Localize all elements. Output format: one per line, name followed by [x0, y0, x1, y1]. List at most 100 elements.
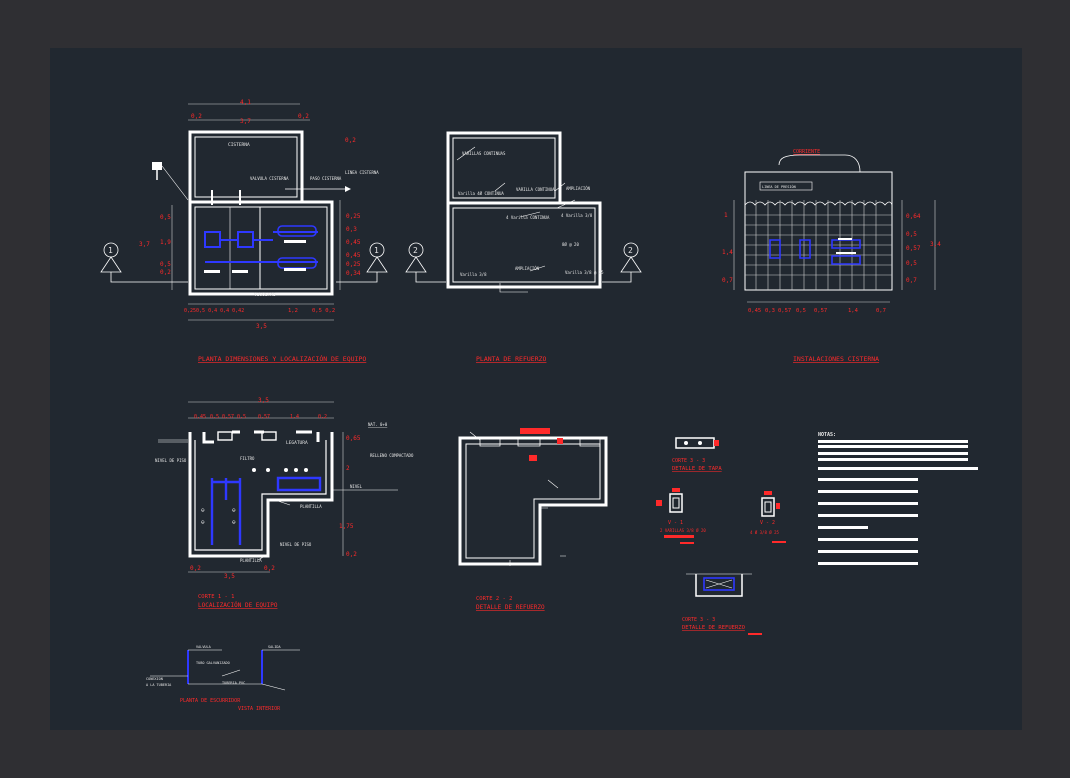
- s1-label-6: PLANTILLA: [240, 558, 262, 563]
- section-2-2: CORTE 2 - 2 DETALLE DE REFUERZO: [458, 428, 608, 611]
- svg-text:NAT. 0+0: NAT. 0+0: [368, 422, 388, 427]
- drawing-sheet: 4,1 0,2 3,7 0,2 CISTERNA VALVULA CISTERN…: [50, 48, 1022, 730]
- svg-text:CONEXION: CONEXION: [146, 677, 163, 681]
- s1-label-2: RELLENO COMPACTADO: [370, 453, 414, 458]
- plan3-label-top: CORRIENTE: [793, 149, 820, 155]
- p3-dim-b2: 0,3: [765, 308, 775, 314]
- svg-text:⊖: ⊖: [201, 507, 205, 514]
- s1-label-3: LEGATURA: [286, 440, 308, 446]
- plan-dimensions: 4,1 0,2 3,7 0,2 CISTERNA VALVULA CISTERN…: [100, 99, 388, 363]
- dim-left-b: 1,9: [160, 239, 171, 246]
- s1-dim-b1: 0,2: [190, 565, 201, 572]
- dim-right-b: 0,3: [346, 226, 357, 233]
- p3-dim-l2: 1,4: [722, 249, 733, 256]
- plan2-label-7: Varilla 3/8: [460, 272, 487, 277]
- p3-dim-b6: 1,4: [848, 308, 859, 314]
- detail4-subtitle: DETALLE DE REFUERZO: [682, 625, 745, 631]
- svg-text:2: 2: [413, 246, 418, 255]
- section1-subtitle: LOCALIZACIÓN DE EQUIPO: [198, 602, 278, 609]
- section-marker-2-right: 2: [602, 242, 642, 283]
- p3-dim-r3: 0,57: [906, 245, 921, 252]
- p3-dim-b5: 0,57: [814, 308, 827, 314]
- svg-text:SALIDA: SALIDA: [268, 645, 282, 649]
- svg-text:TUBO GALVANIZADO: TUBO GALVANIZADO: [196, 661, 230, 665]
- s1-dim-r3: 1,75: [339, 523, 354, 530]
- s1-label-8: NIVEL: [350, 484, 363, 489]
- plan3-title: INSTALACIONES CISTERNA: [793, 355, 879, 363]
- dim-bottom-total: 3,5: [256, 323, 267, 330]
- dim-top-c: 0,2: [298, 113, 309, 120]
- dim-left-a: 0,5: [160, 214, 171, 221]
- s1-dim-t4: 0,5: [237, 414, 246, 420]
- svg-text:VALVULA: VALVULA: [196, 645, 212, 649]
- section2-title: CORTE 2 - 2: [476, 596, 512, 602]
- svg-text:⊖: ⊖: [232, 519, 236, 526]
- bottom-detail: VALVULA TUBO GALVANIZADO CONEXION A LA TUB…: [146, 645, 300, 712]
- s1-label-5: PLANTILLA: [300, 504, 322, 509]
- plan2-label-5: 4 Varilla CONTINUA: [506, 215, 550, 220]
- plan2-label-1: VARILLAS CONTINUAS: [462, 151, 506, 156]
- p3-dim-b7: 0,7: [876, 308, 886, 314]
- svg-text:TUBERIA PVC: TUBERIA PVC: [222, 681, 245, 685]
- section-marker-1-left: 1: [100, 242, 188, 283]
- p3-dim-r5: 0,7: [906, 277, 917, 284]
- p3-dim-l1: 1: [724, 212, 728, 219]
- p3-dim-b3: 0,57: [778, 308, 791, 314]
- svg-text:1: 1: [108, 246, 113, 255]
- s1-dim-r4: 0,2: [346, 551, 357, 558]
- s1-dim-t5: 0,57: [258, 414, 270, 420]
- dim-right-c: 0,45: [346, 239, 361, 246]
- plan-reinforcement: VARILLAS CONTINUAS Varilla 4Ø CONTINUA V…: [405, 131, 642, 363]
- s1-dim-r1: 0,65: [346, 435, 361, 442]
- label-linea: LINEA CISTERNA: [345, 170, 379, 175]
- plan1-title: PLANTA DIMENSIONES Y LOCALIZACIÓN DE EQU…: [198, 354, 366, 363]
- p3-dim-l3: 0,7: [722, 277, 733, 284]
- s1-dim-b3: 0,2: [264, 565, 275, 572]
- svg-text:1: 1: [374, 246, 379, 255]
- p3-dim-b1: 0,45: [748, 308, 761, 314]
- details: CORTE 3 - 3 DETALLE DE TAPA V - 1 2 VARI…: [656, 437, 786, 635]
- plan3-label-pipe: LINEA DE PRESIÓN: [762, 184, 796, 189]
- cad-drawing: 4,1 0,2 3,7 0,2 CISTERNA VALVULA CISTERN…: [100, 99, 978, 712]
- dim-top-total: 4,1: [240, 99, 251, 106]
- plan-installations: CORRIENTE LINEA DE PRESIÓN 0,45 0,3 0,57…: [722, 149, 941, 363]
- detail3-subtitle: 4 Ø 3/8 Ø 25: [750, 530, 779, 535]
- section1-title: CORTE 1 - 1: [198, 594, 234, 600]
- s1-dim-t1: 0,45: [194, 414, 206, 420]
- s1-label-4: FILTRO: [240, 456, 255, 461]
- svg-text:2: 2: [628, 246, 633, 255]
- p3-dim-b4: 0,5: [796, 308, 806, 314]
- s1-dim-t7: 0,2: [318, 414, 327, 420]
- dim-right-a: 0,25: [346, 213, 361, 220]
- section-marker-1-right: 1: [336, 242, 388, 283]
- svg-text:3,7: 3,7: [139, 241, 150, 248]
- svg-text:A LA TUBERIA: A LA TUBERIA: [146, 683, 172, 687]
- p3-dim-r4: 0,5: [906, 260, 917, 267]
- s1-dim-t6: 1,4: [290, 414, 299, 420]
- detail2-title: V - 1: [668, 520, 683, 526]
- notes-heading: NOTAS:: [818, 432, 836, 438]
- dim-bottom-c: 0,5 0,2: [312, 308, 335, 314]
- section-1-1: 3,5 0,45 0,5 0,57 0,5 0,57 1,4 0,2 ⊖⊖⊖⊖ …: [155, 397, 414, 609]
- s1-dim-t3: 0,57: [222, 414, 234, 420]
- plan2-label-6: 4 Varilla 3/8: [561, 213, 593, 218]
- detail4-title: CORTE 3 - 3: [682, 617, 715, 623]
- detail3-title: V - 2: [760, 520, 775, 526]
- s1-dim-r2: 2: [346, 465, 350, 472]
- detail1-title: CORTE 3 - 3: [672, 458, 705, 464]
- plan2-label-3: VARILLA CONTINUA: [516, 187, 555, 192]
- label-cisterna: CISTERNA: [228, 142, 250, 148]
- dim-top-a: 0,2: [191, 113, 202, 120]
- dim-right-f: 0,34: [346, 270, 361, 277]
- label-viguetas: VIGUETAS: [254, 292, 276, 298]
- svg-text:⊖: ⊖: [201, 519, 205, 526]
- plan2-title: PLANTA DE REFUERZO: [476, 355, 547, 363]
- p3-dim-r6: 3,4: [930, 241, 941, 248]
- dim-right-d: 0,45: [346, 252, 361, 259]
- s1-label-1: NIVEL DE PISO: [155, 458, 187, 463]
- label-paso: PASO CISTERNA: [310, 176, 342, 181]
- detail2-subtitle: 2 VARILLAS 3/8 Ø 20: [660, 528, 706, 533]
- plan2-label-10: AMPLIACIÓN: [515, 266, 540, 271]
- dim-bottom-a: 0,250,5 0,4 0,4 0,42: [184, 308, 244, 314]
- bottom-title-2: VISTA INTERIOR: [238, 706, 281, 712]
